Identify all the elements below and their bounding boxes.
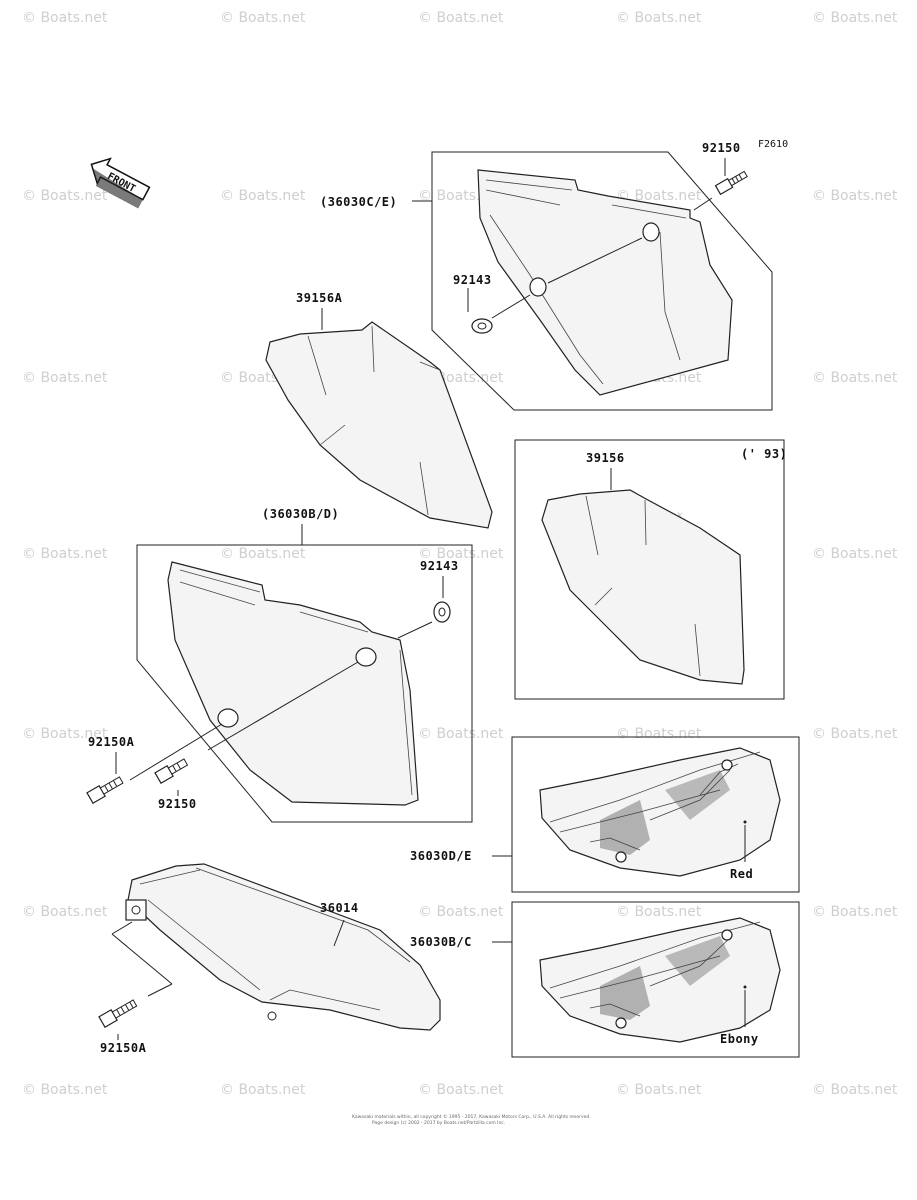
watermark: © Boats.net (616, 188, 702, 204)
watermark: © Boats.net (22, 546, 108, 562)
watermark: © Boats.net (220, 1082, 306, 1098)
watermark: © Boats.net (812, 726, 898, 742)
label-pad: 39156 (586, 451, 625, 465)
watermark: © Boats.net (22, 10, 108, 26)
color-red: Red (730, 867, 753, 881)
watermark: © Boats.net (812, 370, 898, 386)
watermark: © Boats.net (418, 10, 504, 26)
watermark: © Boats.net (22, 1082, 108, 1098)
watermark: © Boats.net (812, 904, 898, 920)
chain-guard-group: 36014 92150A (98, 863, 441, 1055)
side-cover-lh (167, 561, 419, 806)
watermark: © Boats.net (616, 726, 702, 742)
watermark: © Boats.net (812, 1082, 898, 1098)
bolt-icon (98, 999, 138, 1029)
bolt-icon (154, 758, 189, 785)
watermark: © Boats.net (220, 10, 306, 26)
watermark: © Boats.net (616, 1082, 702, 1098)
bolt-icon (86, 776, 124, 805)
label-collar-top: 92143 (453, 273, 492, 287)
watermark: © Boats.net (418, 904, 504, 920)
side-cover-red (539, 747, 781, 877)
footer-design: Page design (c) 2002 - 2017 by Boats.net… (372, 1120, 505, 1126)
side-cover-rh (477, 169, 733, 396)
watermark: © Boats.net (616, 904, 702, 920)
grommet-hole (355, 647, 377, 667)
watermark: © Boats.net (220, 546, 306, 562)
year-note: (' 93) (741, 447, 787, 461)
pad-39156a-group: 39156A (265, 291, 493, 529)
label-collar-left: 92143 (420, 559, 459, 573)
grommet-hole (529, 277, 547, 297)
pad-39156-box: (' 93) 39156 (514, 439, 787, 700)
label-bolt-left: 92150 (158, 797, 197, 811)
label-bolt-a-left: 92150A (88, 735, 135, 749)
watermark: © Boats.net (812, 546, 898, 562)
watermark: © Boats.net (616, 10, 702, 26)
grommet-hole (642, 222, 660, 242)
label-pad-a: 39156A (296, 291, 343, 305)
front-arrow-icon: FRONT (90, 157, 151, 209)
bolt-icon (714, 170, 748, 196)
chain-guard (127, 863, 441, 1031)
figure-code: F2610 (758, 139, 788, 150)
pad-39156 (541, 489, 745, 685)
watermark: © Boats.net (418, 546, 504, 562)
watermark: © Boats.net (418, 1082, 504, 1098)
cover-ebony-box: 36030B/C Ebony (410, 901, 800, 1058)
label-bolt-top: 92150 (702, 141, 741, 155)
watermark: © Boats.net (22, 188, 108, 204)
watermark: © Boats.net (22, 904, 108, 920)
label-bolt-a-bottom: 92150A (100, 1041, 147, 1055)
watermark: © Boats.net (418, 726, 504, 742)
label-cover-lh-set: (36030B/D) (262, 507, 339, 521)
side-cover-lh-group: (36030B/D) 92143 92150A 92150 (86, 507, 473, 823)
side-cover-rh-group: (36030C/E) 92143 92150 (320, 141, 773, 411)
watermark: © Boats.net (22, 726, 108, 742)
watermark: © Boats.net (812, 10, 898, 26)
watermark: © Boats.net (22, 370, 108, 386)
label-cover-red: 36030D/E (410, 849, 472, 863)
color-ebony: Ebony (720, 1032, 759, 1046)
footer-copyright: Kawasaki materials within, all copyright… (352, 1113, 591, 1120)
label-cover-ebony: 36030B/C (410, 935, 472, 949)
pad-39156a (265, 321, 493, 529)
watermark: © Boats.net (812, 188, 898, 204)
grommet-hole (217, 708, 239, 728)
cover-red-box: 36030D/E Red (410, 736, 800, 893)
watermark: © Boats.net (220, 188, 306, 204)
label-chain-guard: 36014 (320, 901, 359, 915)
side-cover-ebony (539, 917, 781, 1043)
label-cover-rh-set: (36030C/E) (320, 195, 397, 209)
